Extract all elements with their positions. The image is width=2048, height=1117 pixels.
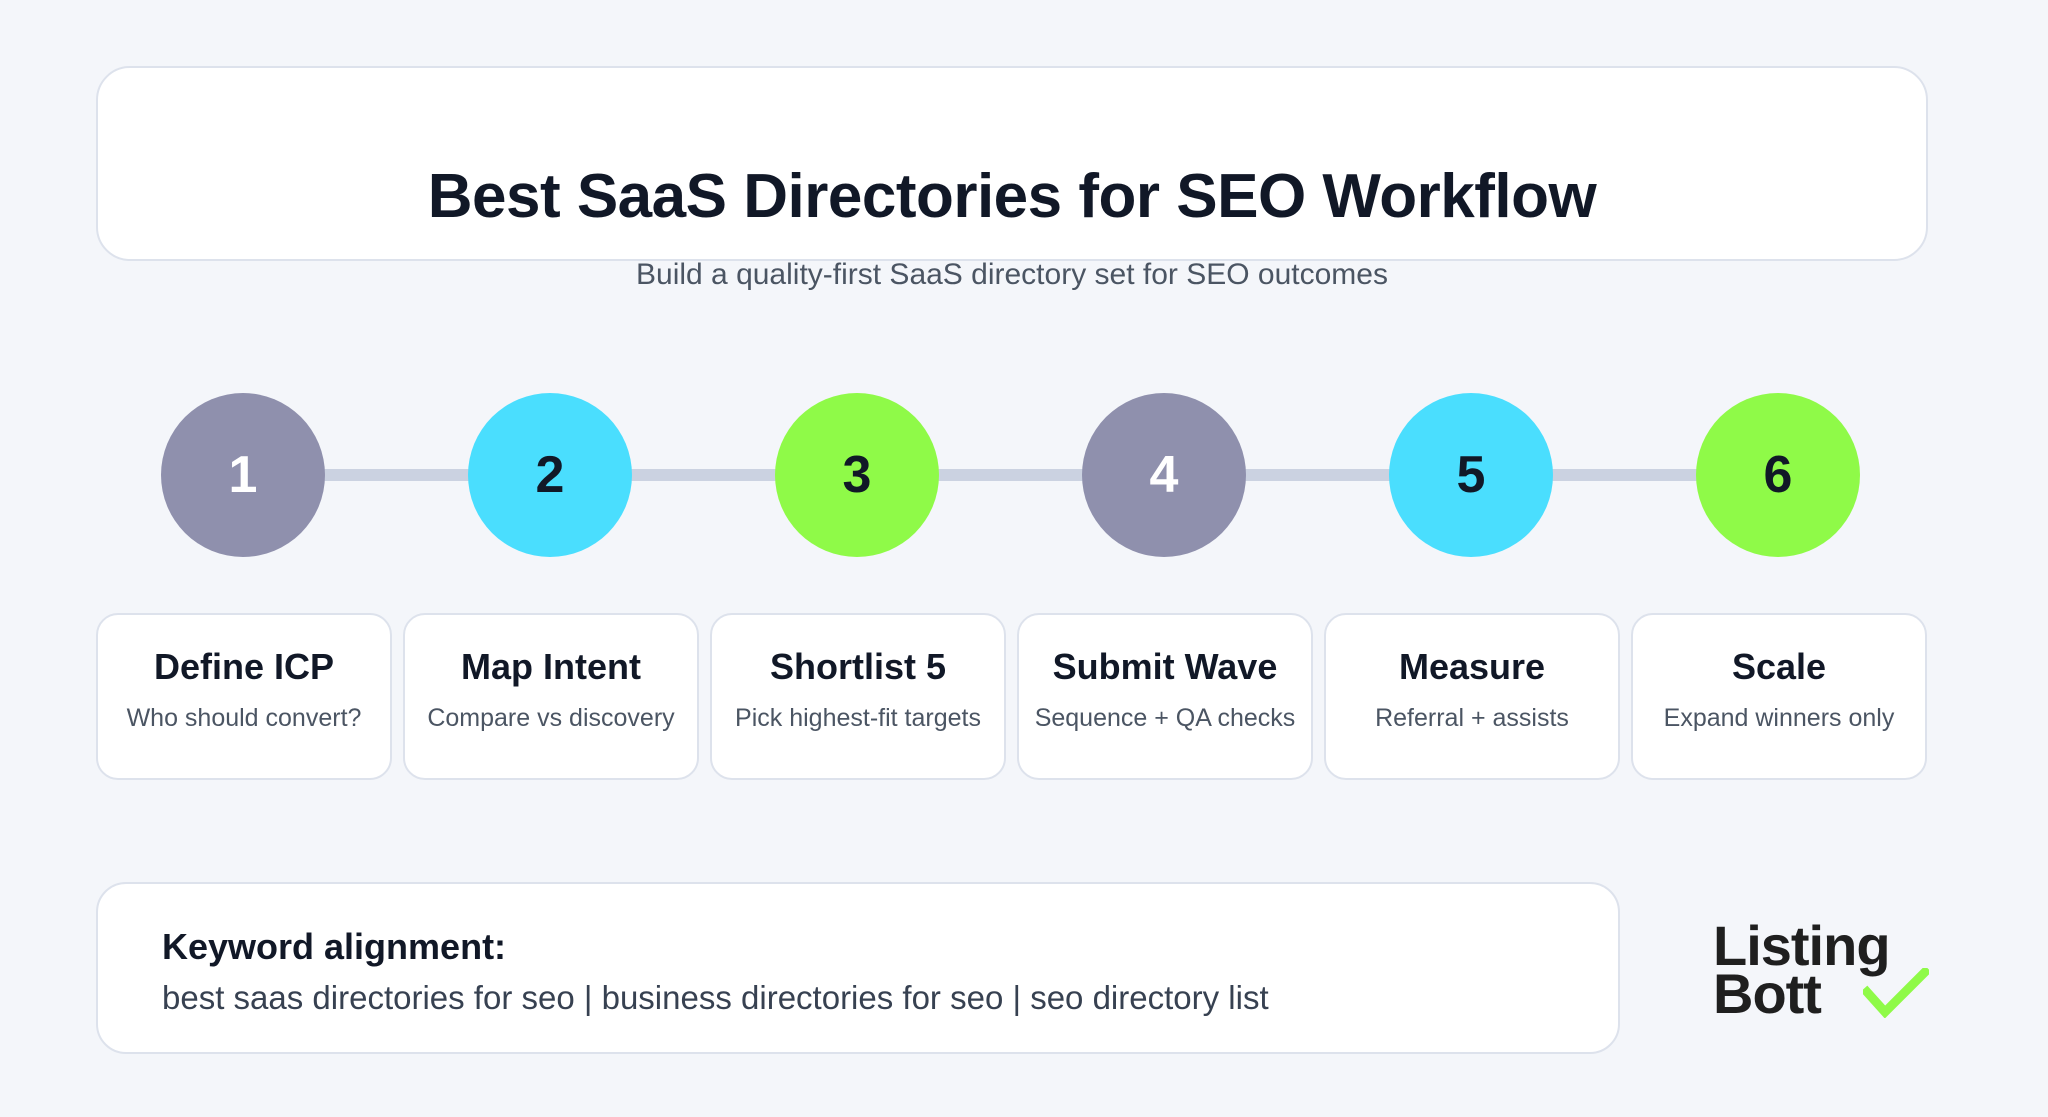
keyword-label: Keyword alignment: — [162, 926, 507, 967]
step-card-6: Scale Expand winners only — [1631, 613, 1927, 780]
step-circle-3: 3 — [775, 393, 939, 557]
step-card-1: Define ICP Who should convert? — [96, 613, 392, 780]
header-card: Best SaaS Directories for SEO Workflow B… — [96, 66, 1928, 290]
keyword-card: Keyword alignment: best saas directories… — [96, 882, 1620, 1054]
step-title: Map Intent — [461, 646, 641, 687]
step-number: 5 — [1456, 446, 1486, 504]
step-circle-2: 2 — [468, 393, 632, 557]
step-card-5: Measure Referral + assists — [1324, 613, 1620, 780]
step-circle-4: 4 — [1082, 393, 1246, 557]
step-title: Scale — [1731, 646, 1827, 687]
step-description: Pick highest-fit targets — [735, 704, 981, 732]
step-description: Referral + assists — [1375, 704, 1569, 732]
step-number: 4 — [1149, 446, 1179, 504]
logo-line-1: Listing — [1713, 914, 1891, 977]
step-description: Sequence + QA checks — [1034, 704, 1296, 732]
page-subtitle: Build a quality-first SaaS directory set… — [636, 258, 1388, 291]
listingbott-logo: Listing Bott — [1713, 914, 1933, 1022]
step-description: Who should convert? — [126, 704, 362, 732]
step-description: Compare vs discovery — [427, 704, 675, 732]
step-circle-6: 6 — [1696, 393, 1860, 557]
keyword-list: best saas directories for seo | business… — [162, 979, 1269, 1016]
step-description: Expand winners only — [1663, 704, 1895, 732]
step-card-2: Map Intent Compare vs discovery — [403, 613, 699, 780]
step-card-3: Shortlist 5 Pick highest-fit targets — [710, 613, 1006, 780]
step-title: Measure — [1398, 646, 1546, 687]
step-title: Shortlist 5 — [769, 646, 947, 687]
step-number: 1 — [228, 446, 258, 504]
step-title: Define ICP — [153, 646, 335, 687]
checkmark-icon — [1863, 968, 1929, 1018]
step-number: 3 — [842, 446, 872, 504]
step-circle-5: 5 — [1389, 393, 1553, 557]
page-title: Best SaaS Directories for SEO Workflow — [427, 162, 1597, 231]
step-number: 6 — [1763, 446, 1793, 504]
step-card-4: Submit Wave Sequence + QA checks — [1017, 613, 1313, 780]
step-title: Submit Wave — [1052, 646, 1278, 687]
step-number: 2 — [535, 446, 565, 504]
step-circle-1: 1 — [161, 393, 325, 557]
logo-line-2: Bott — [1713, 962, 1822, 1025]
